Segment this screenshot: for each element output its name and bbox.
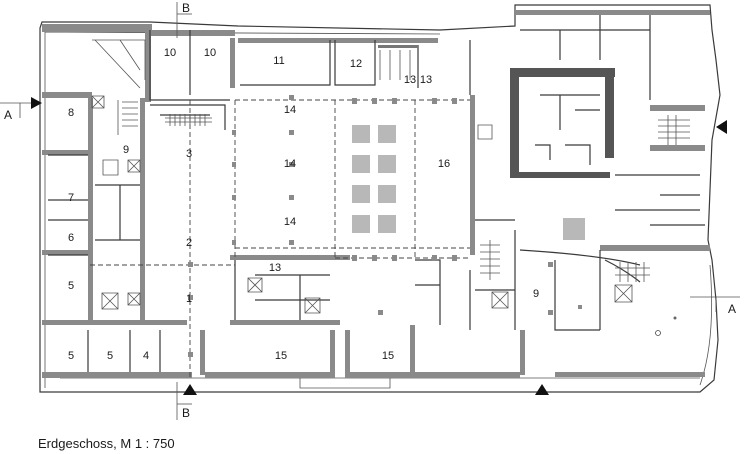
display-tables bbox=[352, 125, 585, 240]
room-label-1: 1 bbox=[186, 293, 192, 305]
elevators bbox=[91, 95, 633, 314]
section-b-top: B bbox=[176, 1, 192, 38]
room-label-4: 4 bbox=[143, 350, 149, 362]
section-a-left-label: A bbox=[4, 108, 12, 122]
room-label-11: 11 bbox=[273, 55, 284, 67]
room-label-10-right: 10 bbox=[204, 47, 216, 59]
room-label-3: 3 bbox=[186, 148, 192, 160]
section-b-bottom: B bbox=[176, 382, 197, 420]
room-label-14-mid: 14 bbox=[284, 158, 296, 170]
section-a-right: A bbox=[690, 120, 740, 316]
room-label-2: 2 bbox=[186, 237, 192, 249]
room-label-16: 16 bbox=[438, 158, 450, 170]
room-label-7: 7 bbox=[68, 192, 74, 204]
room-label-9-left: 9 bbox=[123, 144, 129, 156]
room-label-9-right: 9 bbox=[533, 288, 539, 300]
room-label-10-left: 10 bbox=[164, 47, 176, 59]
room-label-14-top: 14 bbox=[284, 104, 296, 116]
room-labels: 1 2 3 4 5 5 5 6 7 8 9 9 10 10 11 12 13 1… bbox=[68, 47, 539, 362]
room-label-5-left: 5 bbox=[68, 280, 74, 292]
structural-grid bbox=[90, 99, 470, 380]
stairs bbox=[117, 100, 690, 282]
interior-partitions bbox=[48, 15, 705, 372]
room-label-6: 6 bbox=[68, 232, 74, 244]
columns bbox=[188, 95, 582, 357]
entrance-arrow-bottom bbox=[535, 384, 549, 395]
room-label-13-c: 13 bbox=[269, 262, 281, 274]
room-label-5-bottom-mid: 5 bbox=[107, 350, 113, 362]
section-b-bottom-label: B bbox=[182, 406, 190, 420]
fixtures bbox=[92, 39, 677, 336]
section-b-top-label: B bbox=[182, 1, 190, 15]
plan-caption: Erdgeschoss, M 1 : 750 bbox=[38, 436, 175, 451]
room-label-15-left: 15 bbox=[275, 350, 287, 362]
walls bbox=[42, 10, 710, 378]
section-markers: A A B B bbox=[0, 1, 740, 420]
room-label-5-bottom-left: 5 bbox=[68, 350, 74, 362]
room-label-12: 12 bbox=[350, 58, 362, 70]
section-a-right-label: A bbox=[728, 302, 736, 316]
room-label-13-b: 13 bbox=[420, 74, 432, 86]
room-label-8: 8 bbox=[68, 107, 74, 119]
room-label-15-right: 15 bbox=[382, 350, 394, 362]
room-label-14-bottom: 14 bbox=[284, 216, 296, 228]
section-a-left: A bbox=[0, 97, 42, 122]
